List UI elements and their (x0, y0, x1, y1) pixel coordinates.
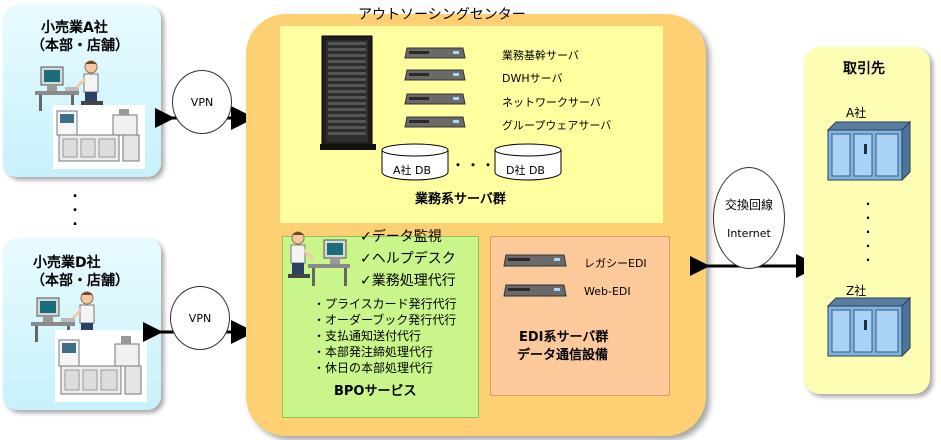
exchange-bubble: 交換回線 Internet (713, 167, 785, 269)
store-counter-image (53, 105, 145, 169)
server-label: ネットワークサーバ (502, 96, 601, 109)
bpo-check-item: ✓業務処理代行 (360, 273, 456, 289)
bpo-service-item: ・休日の本部処理代行 (313, 361, 434, 375)
store-panel-d: 小売業D社 （本部・店舗） (3, 238, 161, 410)
operator-icon (288, 231, 350, 286)
partner-ellipsis: . . . . . (865, 194, 871, 264)
bpo-service-item: ・オーダーブック発行代行 (313, 313, 457, 327)
rack-server-icon (503, 284, 567, 297)
store-a-subtitle: （本部・店舗） (31, 38, 129, 54)
bpo-check-item: ✓データ監視 (360, 229, 442, 245)
db-label-right: D社 DB (506, 164, 545, 177)
server-rack-icon (320, 35, 376, 150)
bpo-caption: BPOサービス (334, 384, 417, 399)
bpo-service-item: ・本部発注締処理代行 (313, 345, 434, 359)
partner-title: 取引先 (843, 61, 885, 77)
store-d-name: 小売業D社 (33, 255, 101, 271)
edi-caption-2: データ通信設備 (517, 348, 609, 363)
edi-server-label: レガシーEDI (584, 257, 647, 270)
business-server-caption: 業務系サーバ群 (415, 192, 506, 207)
store-panel-a: 小売業A社 （本部・店舗） (3, 5, 161, 177)
edi-area (490, 236, 670, 396)
edi-server-label: Web-EDI (584, 285, 631, 298)
store-ellipsis: . . . (72, 185, 78, 229)
rack-server-icon (503, 254, 567, 267)
rack-server-icon (404, 116, 466, 128)
vpn-bubble-top: VPN (172, 70, 232, 134)
store-counter-image (55, 330, 147, 402)
db-label-left: A社 DB (393, 164, 432, 177)
operator-workstation-icon (31, 291, 99, 342)
db-ellipsis: ・・・ (452, 158, 498, 172)
mainframe-icon (826, 120, 912, 182)
exchange-label: 交換回線 (724, 198, 773, 212)
database-icon (494, 143, 562, 181)
exchange-sublabel: Internet (727, 227, 771, 240)
server-label: 業務基幹サーバ (502, 49, 579, 62)
operator-workstation-icon (35, 60, 103, 111)
rack-server-icon (404, 93, 466, 105)
store-d-subtitle: （本部・店舗） (31, 273, 129, 289)
server-label: グループウェアサーバ (502, 119, 612, 132)
bpo-service-item: ・支払通知送付代行 (313, 329, 422, 343)
edi-caption-1: EDI系サーバ群 (519, 330, 609, 345)
rack-server-icon (404, 47, 466, 59)
store-a-name: 小売業A社 (41, 20, 108, 36)
vpn-label: VPN (188, 311, 212, 325)
partner-company-top: A社 (846, 106, 867, 120)
partner-company-bottom: Z社 (846, 284, 867, 298)
outsourcing-title: アウトソーシングセンター (358, 7, 526, 23)
bpo-service-item: ・プライスカード発行代行 (313, 297, 457, 311)
bpo-check-item: ✓ヘルプデスク (360, 251, 456, 267)
mainframe-icon (826, 296, 912, 358)
database-icon (381, 143, 449, 181)
vpn-label: VPN (190, 95, 214, 109)
rack-server-icon (404, 69, 466, 81)
server-label: DWHサーバ (502, 72, 563, 85)
vpn-bubble-bottom: VPN (170, 286, 230, 350)
